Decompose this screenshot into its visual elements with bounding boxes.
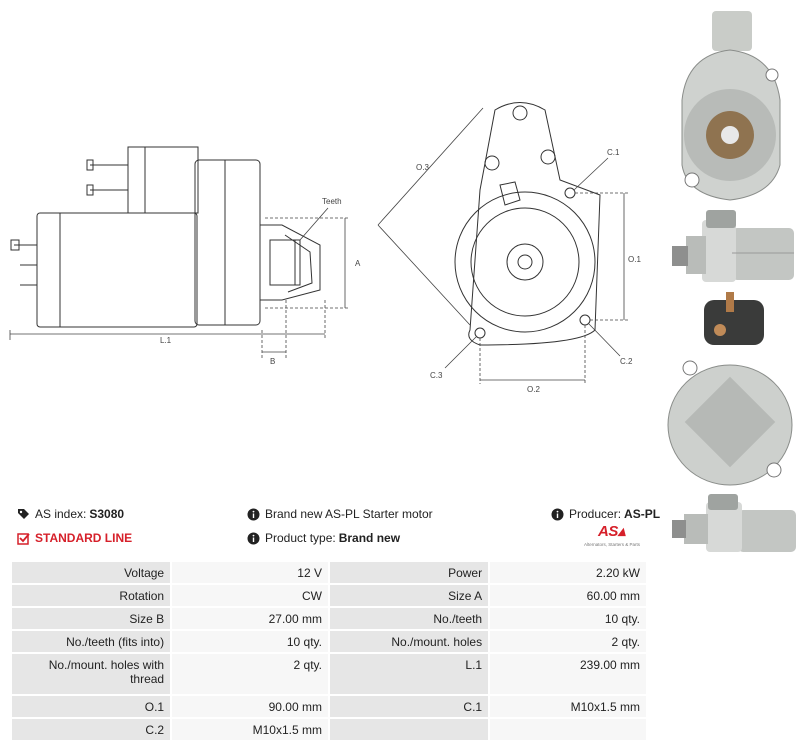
label-b: B [270, 357, 275, 366]
label-o2: O.2 [527, 385, 540, 394]
spec-value: M10x1.5 mm [172, 719, 328, 740]
tag-icon [16, 507, 30, 521]
info-icon [246, 507, 260, 521]
spec-value: 2 qty. [490, 631, 646, 652]
spec-value: 10 qty. [172, 631, 328, 652]
product-info: AS index: S3080 STANDARD LINE Brand new … [14, 503, 660, 555]
photo-front [662, 5, 798, 205]
info-icon [246, 531, 260, 545]
table-row: No./teeth (fits into)10 qty.No./mount. h… [12, 631, 646, 652]
label-c3: C.3 [430, 371, 443, 380]
label-c1: C.1 [607, 148, 620, 157]
spec-label: Size A [329, 585, 489, 606]
spec-value: 60.00 mm [490, 585, 646, 606]
spec-label: No./mount. holes with thread [12, 654, 171, 694]
spec-label [329, 719, 489, 740]
spec-label: Size B [12, 608, 171, 629]
spec-value: 2.20 kW [490, 562, 646, 583]
logo-mark: AS▴ [598, 523, 625, 540]
standard-line-label: STANDARD LINE [35, 531, 133, 545]
photo-rear [662, 290, 798, 490]
product-type: Product type: Brand new [246, 531, 400, 545]
description: Brand new AS-PL Starter motor [246, 507, 433, 521]
spec-label: Voltage [12, 562, 171, 583]
spec-value: 12 V [172, 562, 328, 583]
spec-value: 2 qty. [172, 654, 328, 694]
producer: Producer: AS-PL [550, 507, 660, 521]
as-index-label: AS index: [35, 507, 87, 521]
spec-value: 10 qty. [490, 608, 646, 629]
spec-value [490, 719, 646, 740]
spec-label: C.1 [329, 696, 489, 717]
front-view-drawing [454, 102, 601, 346]
label-c2: C.2 [620, 357, 633, 366]
photo-side-2 [662, 492, 798, 558]
label-teeth: Teeth [322, 197, 342, 206]
label-o3: O.3 [416, 163, 429, 172]
info-icon [550, 507, 564, 521]
spec-label: C.2 [12, 719, 171, 740]
asp-logo: AS▴ Alternators, Starters & Parts [584, 522, 650, 552]
spec-label: No./teeth (fits into) [12, 631, 171, 652]
spec-label: No./teeth [329, 608, 489, 629]
producer-label: Producer: [569, 507, 622, 521]
spec-label: L.1 [329, 654, 489, 694]
description-text: Brand new AS-PL Starter motor [265, 507, 433, 521]
spec-value: 239.00 mm [490, 654, 646, 694]
as-index-value: S3080 [89, 507, 125, 521]
checkbox-checked-icon [16, 531, 30, 545]
label-l1: L.1 [160, 336, 172, 345]
as-index: AS index: S3080 [16, 507, 124, 521]
product-type-value: Brand new [338, 531, 401, 545]
spec-label: O.1 [12, 696, 171, 717]
spec-value: 27.00 mm [172, 608, 328, 629]
product-photos [660, 0, 800, 560]
drawing-canvas: Teeth A B L.1 O.1 O.2 O.3 C.1 C.2 C.3 [9, 102, 641, 394]
producer-value: AS-PL [624, 507, 661, 521]
side-view-drawing [10, 146, 321, 328]
spec-value: CW [172, 585, 328, 606]
standard-line: STANDARD LINE [16, 531, 132, 545]
photo-side [662, 208, 798, 293]
spec-label: No./mount. holes [329, 631, 489, 652]
spec-value: M10x1.5 mm [490, 696, 646, 717]
spec-label: Rotation [12, 585, 171, 606]
product-type-label: Product type: [265, 531, 336, 545]
label-a: A [355, 259, 361, 268]
logo-tagline: Alternators, Starters & Parts [584, 542, 641, 547]
spec-label: Power [329, 562, 489, 583]
label-o1: O.1 [628, 255, 641, 264]
technical-drawings: Teeth A B L.1 O.1 O.2 O.3 C.1 C.2 C.3 [9, 102, 641, 394]
spec-value: 90.00 mm [172, 696, 328, 717]
